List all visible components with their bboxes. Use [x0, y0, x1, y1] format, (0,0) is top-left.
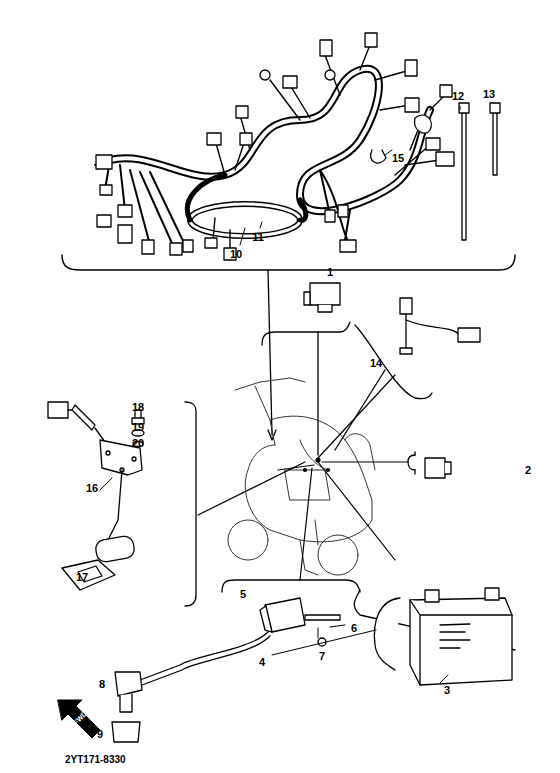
battery: [374, 588, 512, 685]
ignition-coil: [112, 598, 340, 742]
fuel-sender: [48, 402, 144, 590]
callout-number: 19: [132, 422, 144, 433]
callout-number: 9: [97, 729, 103, 740]
callout-number: 13: [483, 89, 495, 100]
callout-number: 1: [327, 267, 333, 278]
callout-number: 8: [99, 679, 105, 690]
callout-number: 20: [132, 438, 144, 449]
relay: [304, 283, 340, 312]
callout-number: 17: [76, 572, 88, 583]
wire-harness: [95, 33, 500, 260]
callout-number: 3: [444, 685, 450, 696]
callout-number: 6: [351, 623, 357, 634]
callout-number: 2: [525, 465, 531, 476]
scooter-outline: [228, 378, 375, 575]
callout-number: 11: [252, 232, 264, 243]
callout-number: 16: [86, 483, 98, 494]
callout-number: 7: [319, 651, 325, 662]
callout-number: 18: [132, 402, 144, 413]
callout-number: 14: [370, 358, 382, 369]
callout-number: 15: [392, 153, 404, 164]
part-code: 2YT171-8330: [65, 755, 126, 765]
callout-number: 5: [240, 589, 246, 600]
callout-number: 12: [452, 91, 464, 102]
callout-number: 10: [230, 249, 242, 260]
callout-number: 4: [259, 657, 265, 668]
